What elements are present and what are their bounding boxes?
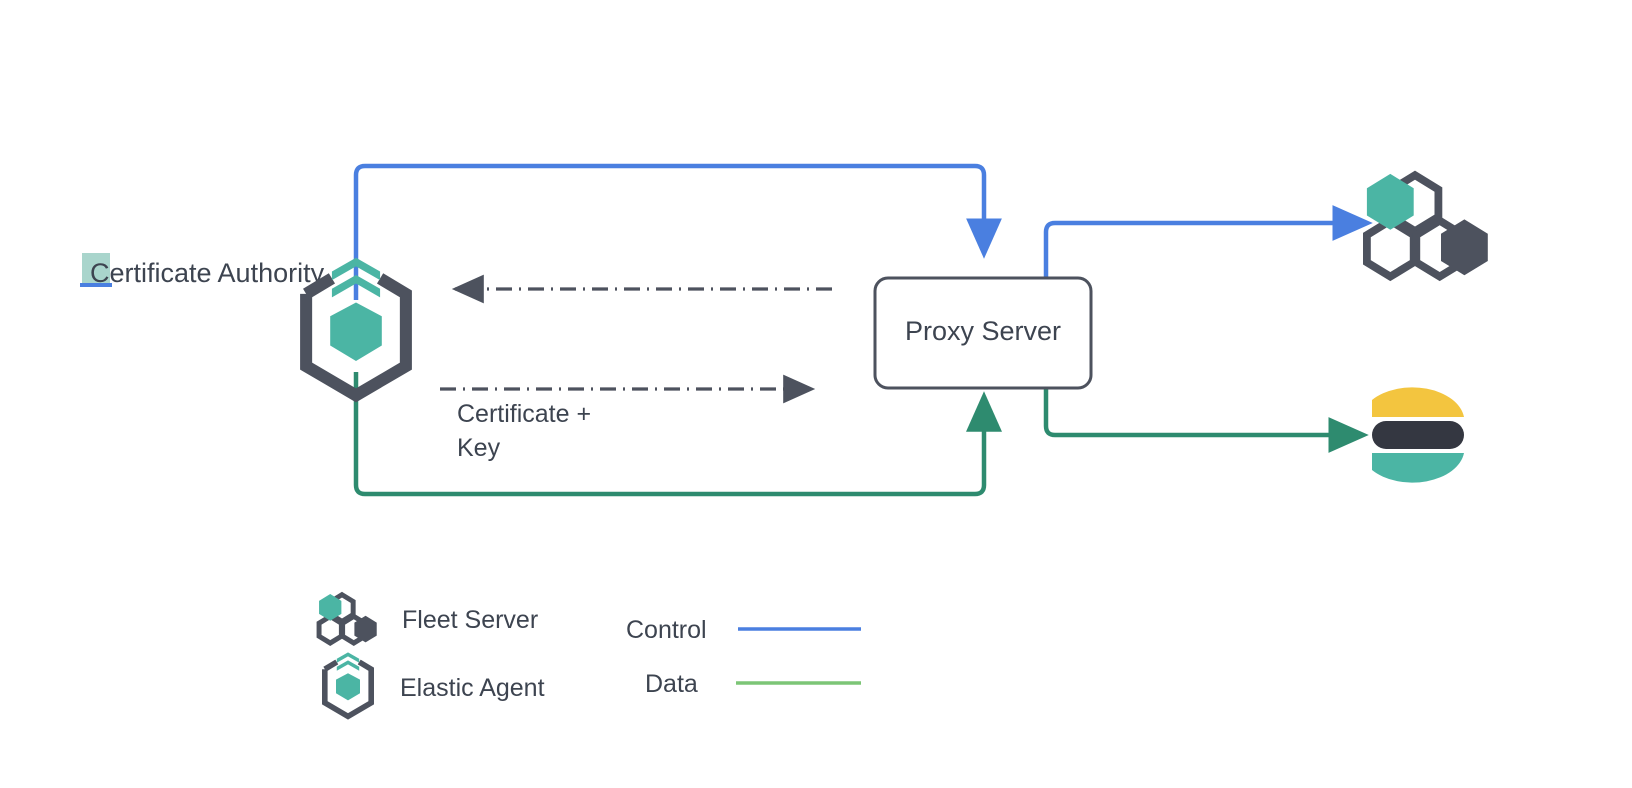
legend-item-control: Control bbox=[626, 616, 861, 644]
elasticsearch-middle-bar bbox=[1372, 421, 1464, 449]
legend-item-fleet-server: Fleet Server bbox=[316, 591, 538, 646]
fleet-server-icon bbox=[1363, 170, 1488, 282]
cert-key-label-line1: Certificate + bbox=[457, 400, 591, 428]
legend-data-label: Data bbox=[645, 670, 698, 698]
proxy-server-node[interactable]: Proxy Server bbox=[873, 276, 1093, 390]
elasticsearch-bottom-arc bbox=[1372, 453, 1464, 483]
legend-item-data: Data bbox=[645, 670, 861, 698]
certificate-authority-label-group: Certificate Authority bbox=[80, 253, 325, 288]
proxy-server-box[interactable] bbox=[873, 276, 1093, 390]
elastic-agent-icon bbox=[300, 257, 412, 403]
edge-data-agent-to-proxy bbox=[353, 372, 1002, 497]
cert-key-label-line2: Key bbox=[457, 434, 501, 462]
control-line-proxy-fleet bbox=[1043, 205, 1373, 278]
label-highlight-underline bbox=[80, 283, 112, 287]
legend-fleet-server-icon bbox=[316, 591, 377, 646]
elasticsearch-icon bbox=[1372, 387, 1464, 483]
edge-control-proxy-to-fleet bbox=[1043, 205, 1373, 278]
elasticsearch-top-arc bbox=[1372, 387, 1464, 417]
data-line-agent-proxy bbox=[353, 372, 1002, 497]
legend-fleet-server-label: Fleet Server bbox=[402, 606, 538, 634]
edge-data-proxy-to-elasticsearch bbox=[1043, 382, 1369, 453]
data-line-proxy-elasticsearch bbox=[1043, 382, 1369, 453]
label-highlight-box bbox=[82, 253, 110, 284]
certificate-authority-label: Certificate Authority bbox=[90, 258, 325, 288]
control-line-agent-proxy bbox=[353, 163, 1002, 300]
proxy-server-label: Proxy Server bbox=[905, 316, 1061, 346]
legend-elastic-agent-icon bbox=[321, 652, 375, 720]
edge-cert-key-delivery: Certificate + Key bbox=[440, 374, 816, 462]
legend-control-label: Control bbox=[626, 616, 707, 644]
legend-item-elastic-agent: Elastic Agent bbox=[321, 652, 545, 720]
edge-control-agent-to-proxy bbox=[353, 163, 1002, 300]
legend-elastic-agent-label: Elastic Agent bbox=[400, 674, 545, 702]
